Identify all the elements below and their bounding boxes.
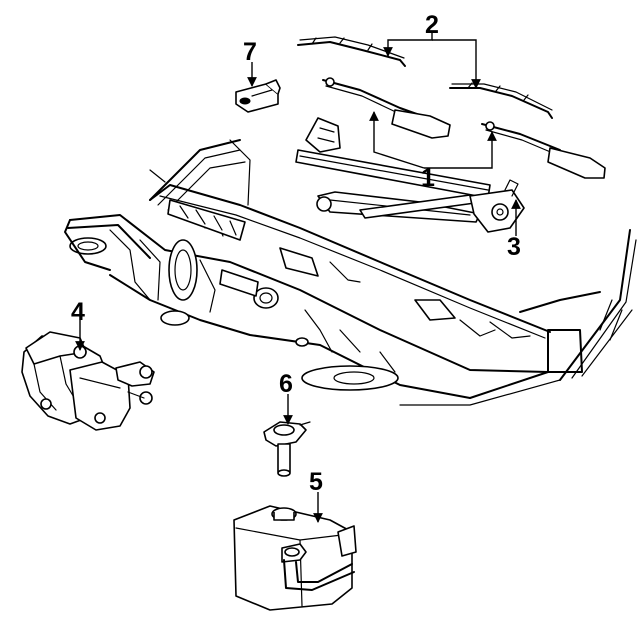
clip-part-7 [235, 79, 281, 113]
callout-6: 6 [279, 370, 293, 398]
callout-1: 1 [421, 164, 435, 192]
callout-4: 4 [71, 298, 85, 326]
wiper-motor [21, 331, 155, 431]
callout-7: 7 [243, 38, 257, 66]
callout-3: 3 [507, 233, 521, 261]
callout-5: 5 [309, 468, 323, 496]
leader-lines [75, 32, 521, 523]
wiper-blade-left [297, 36, 406, 67]
washer-fluid-reservoir [233, 505, 357, 611]
vehicle-cowl-body [64, 139, 637, 406]
wiper-linkage-assembly [295, 117, 525, 233]
wiper-arm-right [481, 121, 606, 179]
washer-nozzle [263, 421, 311, 477]
wiper-arm-left [322, 77, 451, 139]
wiper-blade-right [449, 82, 553, 119]
callout-2: 2 [425, 11, 439, 39]
